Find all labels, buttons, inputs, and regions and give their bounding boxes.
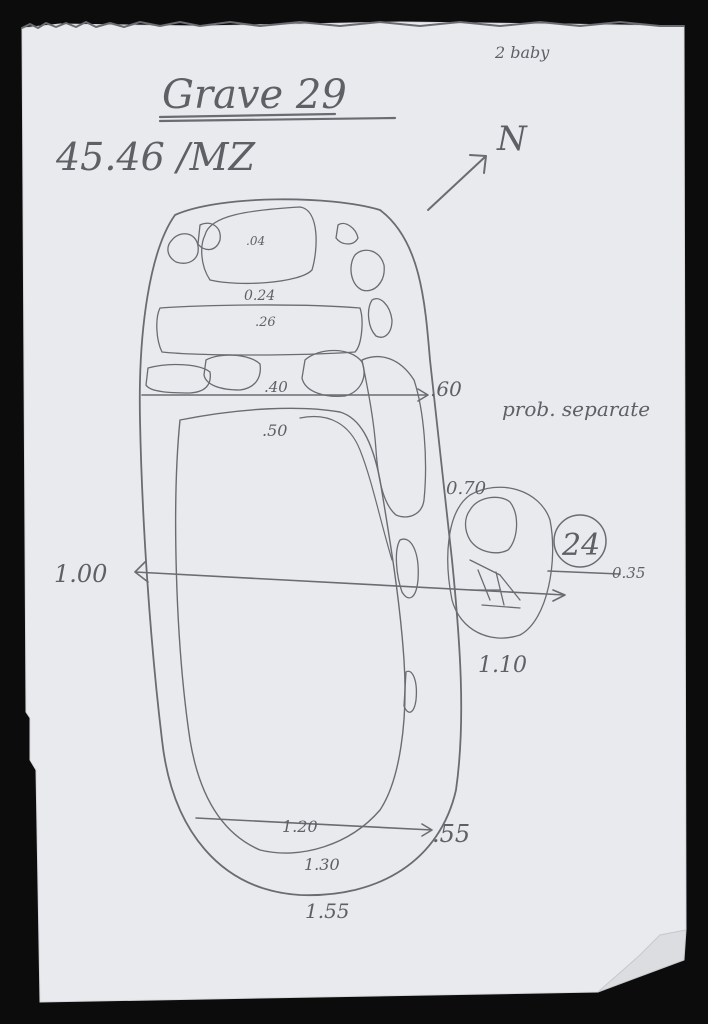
measure-100: 1.00 <box>54 560 107 588</box>
folded-corner <box>597 929 687 993</box>
north-arrow-icon: N <box>427 119 528 211</box>
inner-pit <box>175 407 406 854</box>
burial-number-circle <box>553 514 607 568</box>
measurement-lines <box>134 388 621 837</box>
title-underline <box>158 112 397 123</box>
measure-155: 1.55 <box>305 899 350 923</box>
side-note: prob. separate <box>502 397 650 421</box>
measure-04: .04 <box>246 234 265 248</box>
top-right-note: 2 baby <box>494 43 550 62</box>
inner-pit-curve <box>299 416 393 561</box>
measure-070: 0.70 <box>446 478 486 499</box>
measure-024: 0.24 <box>244 288 275 304</box>
measure-120: 1.20 <box>282 817 318 836</box>
measure-035: 0.35 <box>612 564 645 582</box>
torn-edge <box>21 21 685 29</box>
grave-title: Grave 29 <box>162 72 347 118</box>
measure-040: .40 <box>264 378 288 396</box>
measure-026: .26 <box>255 315 276 330</box>
measurement-labels: .04 0.24 .26 .40 .50 .60 0.70 1.00 0.35 … <box>54 234 645 923</box>
burial-number: 24 <box>561 528 600 563</box>
measure-050: .50 <box>262 421 287 440</box>
measure-060: .60 <box>430 377 462 401</box>
measure-110: 1.10 <box>478 653 527 678</box>
burial-sketch <box>361 356 554 713</box>
site-code: 45.46 /MZ <box>55 135 256 179</box>
measure-130: 1.30 <box>304 855 340 874</box>
grave-outline <box>138 198 463 896</box>
measure-055: .55 <box>432 820 470 848</box>
stone-cluster <box>145 206 393 398</box>
north-label: N <box>496 119 528 159</box>
